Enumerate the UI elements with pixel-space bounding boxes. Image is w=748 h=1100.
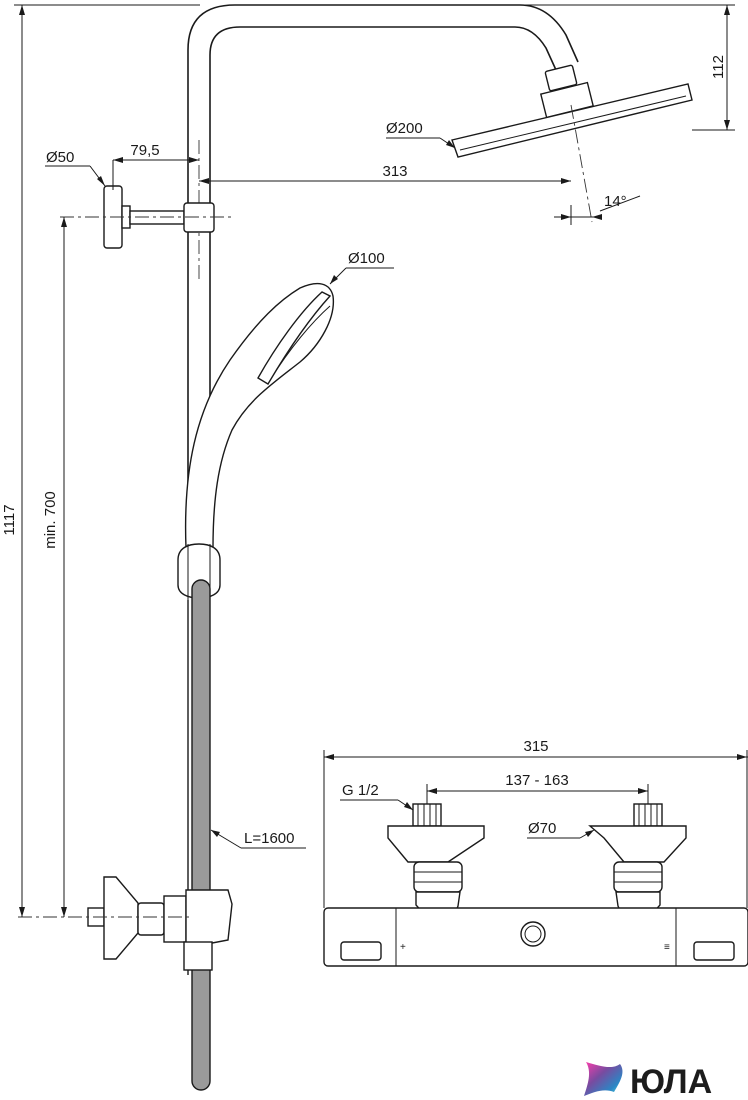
min-height-label: min. 700: [42, 491, 59, 549]
hand-shower: [184, 282, 335, 549]
wall-flange-diameter-label: Ø50: [46, 149, 74, 166]
head-reach-label: 313: [382, 163, 407, 180]
mixer-width-label: 315: [523, 738, 548, 755]
head-drop-label: 112: [710, 55, 727, 79]
shower-hose: [187, 579, 211, 1091]
mixer-dimension-lines: [323, 750, 748, 908]
total-height-label: 1117: [1, 504, 18, 535]
svg-text:+: +: [400, 942, 406, 953]
thermostatic-mixer: + ≡: [323, 803, 748, 967]
yula-logo-mark-icon: [584, 1062, 623, 1096]
thread-label: G 1/2: [342, 782, 379, 799]
column-diverter: [18, 876, 233, 971]
yula-logo: ЮЛА: [584, 1062, 712, 1100]
connection-spacing-label: 137 - 163: [505, 772, 568, 789]
handshower-diameter-label: Ø100: [348, 250, 385, 267]
dimension-lines: [14, 4, 735, 917]
hose-length-label: L=1600: [244, 830, 294, 847]
svg-text:≡: ≡: [664, 942, 670, 953]
shower-column: [187, 4, 579, 545]
head-angle-label: 14°: [604, 193, 627, 210]
wall-bracket: [60, 185, 232, 249]
arm-offset-label: 79,5: [130, 142, 159, 159]
yula-logo-text: ЮЛА: [630, 1063, 712, 1100]
cover-diameter-label: Ø70: [528, 820, 556, 837]
overhead-shower-head: [451, 64, 693, 223]
head-diameter-label: Ø200: [386, 120, 423, 137]
